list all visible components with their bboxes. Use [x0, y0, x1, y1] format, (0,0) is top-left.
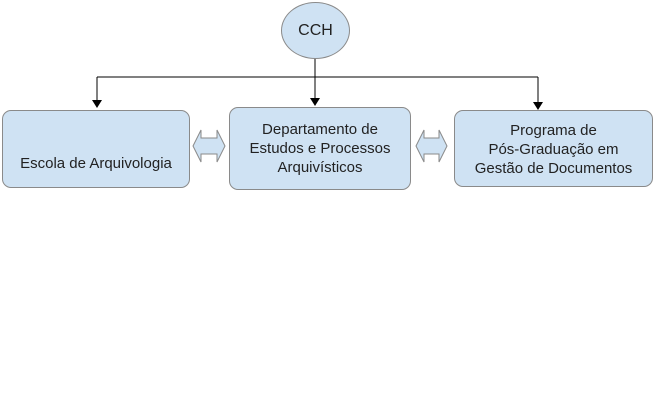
arrowhead-middle: [310, 98, 320, 106]
cch-label: CCH: [298, 22, 333, 39]
arrowhead-left: [92, 100, 102, 108]
tree-lines: [96, 58, 539, 103]
departamento-line-1: Departamento de: [262, 121, 378, 138]
double-arrow-right: [415, 129, 448, 163]
departamento-node: Departamento de Estudos e Processos Arqu…: [229, 107, 411, 190]
escola-label: Escola de Arquivologia: [20, 155, 172, 172]
programa-node: Programa de Pós-Graduação em Gestão de D…: [454, 110, 653, 187]
programa-line-3: Gestão de Documentos: [474, 160, 633, 177]
programa-line-1: Programa de: [510, 122, 597, 139]
arrowhead-right: [533, 102, 543, 110]
departamento-line-2: Estudos e Processos: [249, 140, 391, 157]
cch-node: CCH: [281, 2, 350, 59]
departamento-line-3: Arquivísticos: [277, 159, 363, 176]
programa-line-2: Pós-Graduação em: [488, 141, 619, 158]
double-arrow-left: [192, 129, 226, 163]
escola-arquivologia-node: Escola de Arquivologia: [2, 110, 190, 188]
